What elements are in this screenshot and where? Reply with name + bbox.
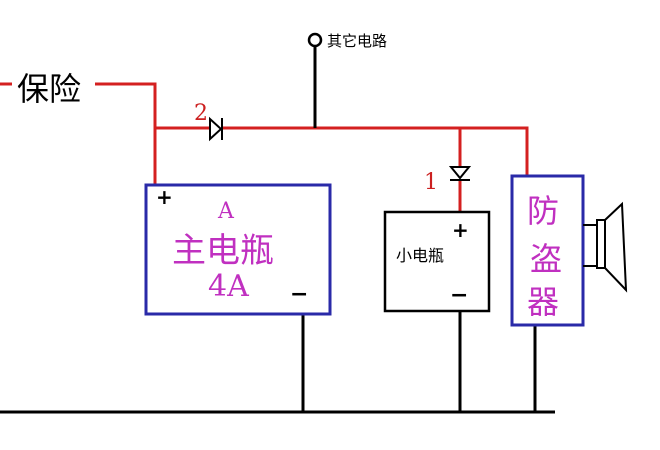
diode-1-icon xyxy=(448,166,472,181)
fuse-to-junction-wire xyxy=(95,82,157,128)
small-battery-plus: + xyxy=(452,218,469,242)
diode-2-number: 2 xyxy=(194,101,208,126)
ground-wires xyxy=(0,45,555,414)
speaker-icon xyxy=(583,201,628,293)
diode-1-number: 1 xyxy=(424,170,438,195)
alarm-label-line3: 器 xyxy=(527,283,559,321)
main-battery-minus: − xyxy=(290,282,308,307)
main-battery-plus: + xyxy=(156,185,173,209)
other-circuits-terminal xyxy=(307,32,323,48)
small-battery-minus: − xyxy=(450,283,468,308)
alarm-label-line2: 盗 xyxy=(530,240,562,278)
main-battery-letter: A xyxy=(217,199,235,224)
positive-wires xyxy=(0,82,529,212)
fuse-label: 保险 xyxy=(17,70,81,108)
alarm-label-line1: 防 xyxy=(527,192,559,230)
main-battery-box xyxy=(144,183,332,316)
main-battery-current: 4A xyxy=(208,269,249,304)
other-circuits-label: 其它电路 xyxy=(327,32,387,50)
main-battery-name: 主电瓶 xyxy=(172,231,274,271)
alarm-box xyxy=(510,174,585,327)
small-battery-box xyxy=(383,210,491,313)
small-battery-name: 小电瓶 xyxy=(396,246,444,265)
bus-main-wire xyxy=(222,126,529,176)
diode-2-icon xyxy=(209,116,223,142)
